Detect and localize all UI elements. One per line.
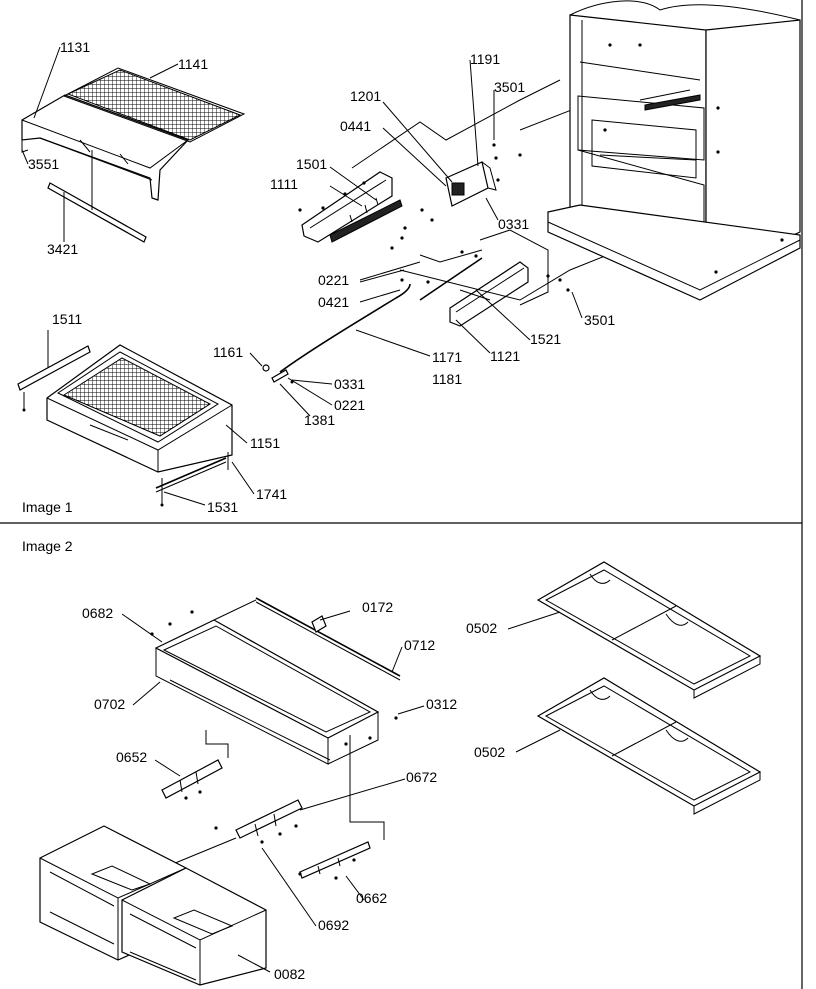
tube-assembly: [279, 283, 411, 373]
callout-1121: 1121: [490, 348, 520, 364]
image-1-panel: 1131 1141 3551 3421 1511 1151 1531 1741 …: [17, 0, 801, 515]
callout-0502-lower: 0502: [474, 744, 505, 760]
glass-shelf-lower: [536, 677, 762, 815]
image-2-leaders: [121, 610, 561, 973]
crisper-cover-grille: [62, 67, 246, 143]
shelf-frame: [154, 619, 380, 765]
callout-0682: 0682: [82, 605, 113, 621]
pan-slide-rail-left: [17, 330, 91, 412]
callout-0331-b: 0331: [498, 216, 529, 232]
callout-0652: 0652: [116, 749, 147, 765]
callout-1171: 1171: [432, 349, 462, 365]
callout-0331-a: 0331: [334, 376, 365, 392]
control-bracket: [445, 161, 497, 207]
callout-1521: 1521: [530, 331, 561, 347]
image-1-caption: Image 1: [22, 499, 73, 515]
callout-0221-b: 0221: [318, 272, 349, 288]
callout-1201: 1201: [350, 88, 381, 104]
image-2-panel: Image 2: [22, 538, 762, 986]
crisper-cover-frame: [21, 94, 190, 201]
callout-0312: 0312: [426, 696, 457, 712]
callout-0662: 0662: [356, 890, 387, 906]
callout-0221-a: 0221: [334, 397, 365, 413]
callout-1161: 1161: [213, 344, 243, 360]
screws-image-2: [150, 610, 398, 880]
pan-slide-rail-bottom: [155, 452, 229, 507]
callout-0502-upper: 0502: [466, 620, 497, 636]
callout-3501-a: 3501: [494, 79, 525, 95]
image-2-caption: Image 2: [22, 538, 73, 554]
callout-1131: 1131: [60, 39, 90, 55]
callout-1531: 1531: [207, 499, 238, 515]
callout-3551: 3551: [28, 156, 59, 172]
callout-0172: 0172: [362, 599, 393, 615]
shelf-rods: [213, 597, 401, 681]
image-1-leaders: [21, 46, 583, 506]
callout-0672: 0672: [406, 769, 437, 785]
cover-rail: [47, 150, 147, 243]
callout-0712: 0712: [404, 637, 435, 653]
refrigerator-cabinet: [547, 0, 801, 301]
clip-parts: [262, 364, 294, 384]
callout-0441: 0441: [340, 118, 371, 134]
callout-3421: 3421: [47, 241, 78, 257]
crisper-drawers: [39, 825, 267, 986]
screws: [298, 143, 570, 292]
image-2-labels: 0682 0172 0712 0702 0312 0652 0672 0662 …: [82, 599, 505, 982]
callout-3501-b: 3501: [584, 312, 615, 328]
glass-shelf-upper: [536, 561, 762, 699]
drawer-supports: [161, 730, 385, 879]
callout-1181: 1181: [432, 371, 462, 387]
callout-1151: 1151: [250, 435, 280, 451]
callout-1111: 1111: [270, 176, 298, 192]
callout-0692: 0692: [318, 917, 349, 933]
callout-1381: 1381: [304, 412, 335, 428]
callout-0702: 0702: [94, 696, 125, 712]
crisper-pan: [46, 344, 233, 473]
callout-1191: 1191: [470, 51, 500, 67]
image-1-labels: 1131 1141 3551 3421 1511 1151 1531 1741 …: [28, 39, 615, 515]
callout-0421: 0421: [318, 294, 349, 310]
callout-1141: 1141: [178, 56, 208, 72]
callout-1501: 1501: [296, 156, 327, 172]
callout-1511: 1511: [52, 311, 82, 327]
callout-0082: 0082: [274, 966, 305, 982]
shelf-support-right: [419, 257, 529, 327]
callout-1741: 1741: [256, 486, 287, 502]
shelf-support-left: [301, 171, 403, 243]
